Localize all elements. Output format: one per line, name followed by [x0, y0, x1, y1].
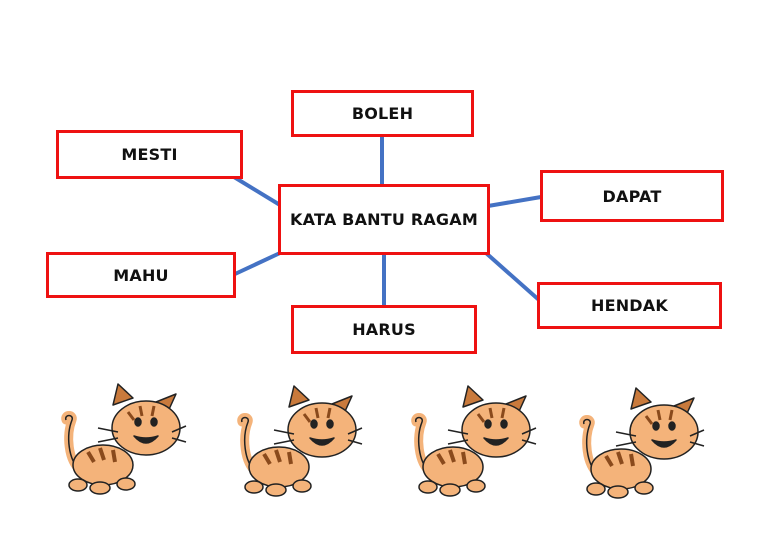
node-harus: HARUS: [291, 305, 477, 354]
connector-mesti: [232, 175, 282, 207]
connector-hendak: [484, 251, 541, 302]
cat-icon: [411, 385, 537, 497]
node-mesti: MESTI: [56, 130, 243, 179]
node-mahu: MAHU: [46, 252, 236, 298]
cat-icon: [579, 387, 705, 499]
cat-icon: [237, 385, 363, 497]
cat-icon: [61, 383, 187, 495]
node-dapat: DAPAT: [540, 170, 724, 222]
node-hendak: HENDAK: [537, 282, 722, 329]
connector-mahu: [234, 251, 281, 276]
node-boleh: BOLEH: [291, 90, 474, 137]
node-center: KATA BANTU RAGAM: [278, 184, 490, 255]
connector-dapat: [487, 195, 542, 208]
